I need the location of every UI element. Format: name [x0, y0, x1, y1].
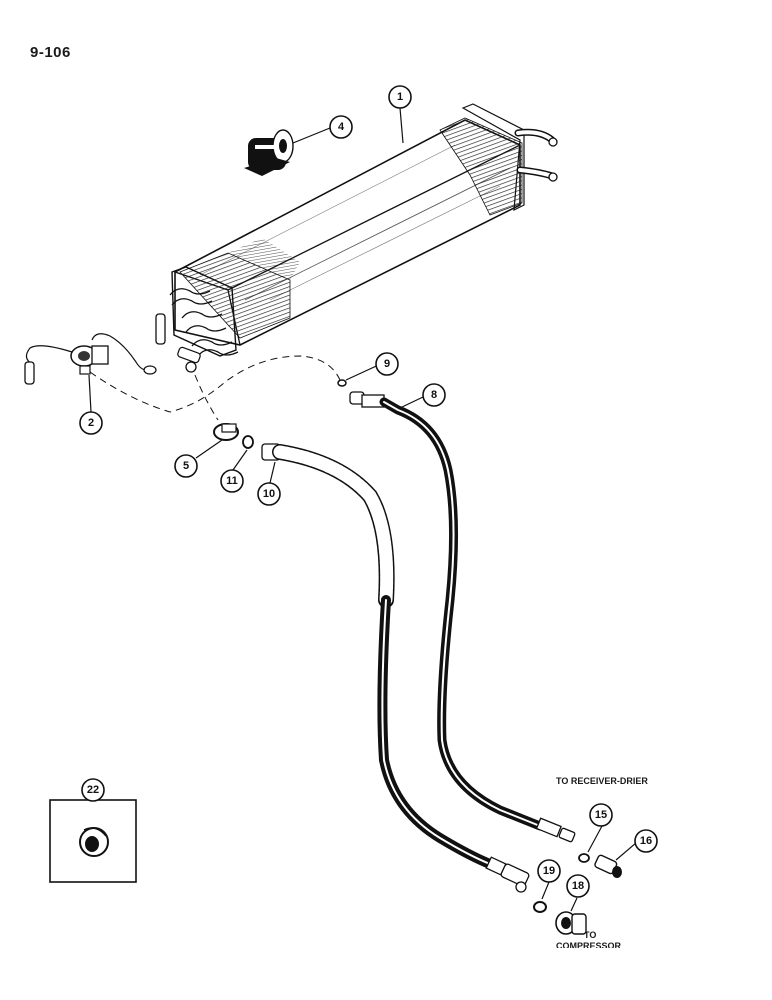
callout-2: 2 [79, 411, 103, 435]
fitting-icon [555, 911, 587, 935]
svg-text:11: 11 [226, 475, 238, 487]
fitting-icon [594, 854, 622, 878]
svg-text:19: 19 [543, 865, 555, 877]
o-ring-icon [242, 435, 254, 449]
dashed-connection-line [89, 355, 341, 413]
callout-22: 22 [81, 778, 105, 802]
page-number: 9-106 [30, 44, 71, 61]
callout-1: 1 [388, 85, 412, 109]
callout-15: 15 [589, 803, 613, 827]
callout-18: 18 [566, 874, 590, 898]
svg-text:9: 9 [384, 358, 390, 370]
evaporator-core-icon [155, 103, 558, 373]
o-ring-icon [533, 901, 547, 913]
o-ring-icon [578, 853, 590, 863]
svg-text:1: 1 [397, 91, 403, 103]
svg-text:10: 10 [263, 488, 275, 500]
hose-clamp-icon [213, 423, 239, 441]
expansion-valve-icon [24, 333, 157, 385]
svg-text:18: 18 [572, 880, 584, 892]
grommet-icon [244, 129, 294, 176]
callout-9: 9 [375, 352, 399, 376]
svg-text:2: 2 [88, 417, 94, 429]
svg-text:8: 8 [431, 389, 437, 401]
inset-grommet-box [49, 799, 137, 883]
svg-text:16: 16 [640, 835, 652, 847]
hose-assembly-icon [349, 391, 576, 843]
callout-5: 5 [174, 454, 198, 478]
callout-10: 10 [257, 482, 281, 506]
note-to-receiver-drier: TO RECEIVER-DRIER [556, 776, 648, 786]
note-to-compressor-line1: TO [584, 930, 597, 940]
note-to-compressor-line2: COMPRESSOR [556, 941, 622, 948]
callout-11: 11 [220, 469, 244, 493]
svg-text:22: 22 [87, 784, 99, 796]
svg-text:4: 4 [338, 121, 345, 133]
svg-text:5: 5 [183, 460, 189, 472]
callout-16: 16 [634, 829, 658, 853]
hose-assembly-icon [261, 443, 530, 893]
callout-8: 8 [422, 383, 446, 407]
callout-19: 19 [537, 859, 561, 883]
callout-4: 4 [329, 115, 353, 139]
o-ring-icon [337, 379, 347, 387]
svg-text:15: 15 [595, 809, 607, 821]
